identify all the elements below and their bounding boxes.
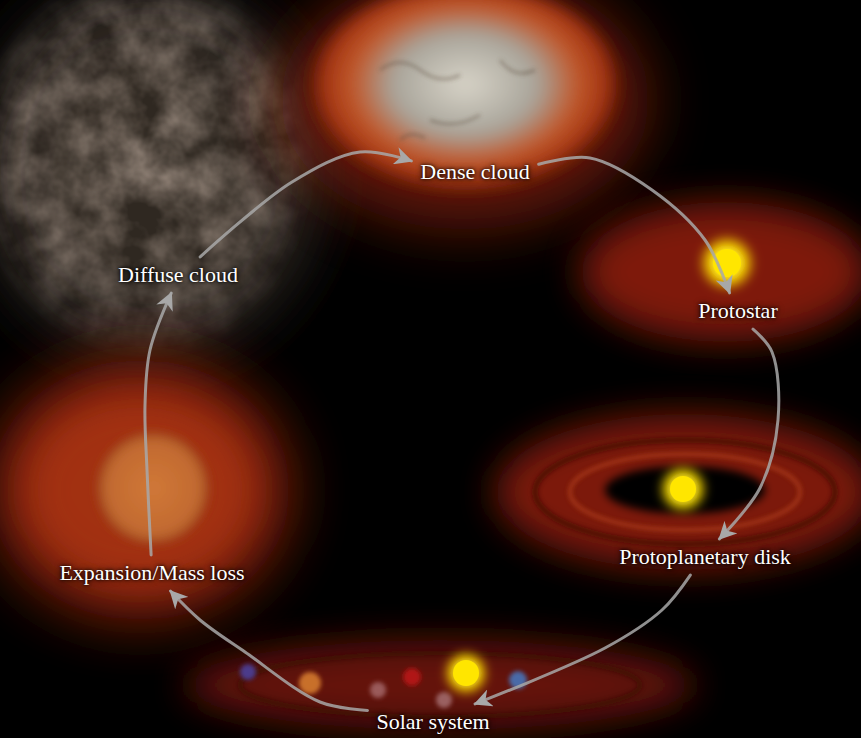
dense-cloud-picture <box>280 0 650 230</box>
stage-label: Solar system <box>376 710 489 734</box>
stage-label: Protoplanetary disk <box>619 545 791 569</box>
stage-label: Expansion/Mass loss <box>59 561 244 585</box>
stage-node: Solar system <box>373 710 492 734</box>
cycle-arrow <box>145 293 171 555</box>
cycle-arrow <box>170 591 367 710</box>
diffuse-cloud-picture <box>0 0 320 360</box>
stage-label: Protostar <box>698 299 777 323</box>
stage-node: Expansion/Mass loss <box>56 561 247 585</box>
cycle-arrow <box>719 329 778 539</box>
protoplanetary-disk-picture <box>495 414 861 570</box>
stage-node: Dense cloud <box>417 160 532 184</box>
stage-label: Dense cloud <box>420 160 529 184</box>
stage-node: Protostar <box>695 299 780 323</box>
cycle-arrow <box>200 152 411 257</box>
stage-label: Diffuse cloud <box>118 263 238 287</box>
stage-node: Protoplanetary disk <box>616 545 794 569</box>
cycle-arrow <box>475 575 690 704</box>
cycle-arrow <box>539 157 730 293</box>
stage-node: Diffuse cloud <box>115 263 241 287</box>
